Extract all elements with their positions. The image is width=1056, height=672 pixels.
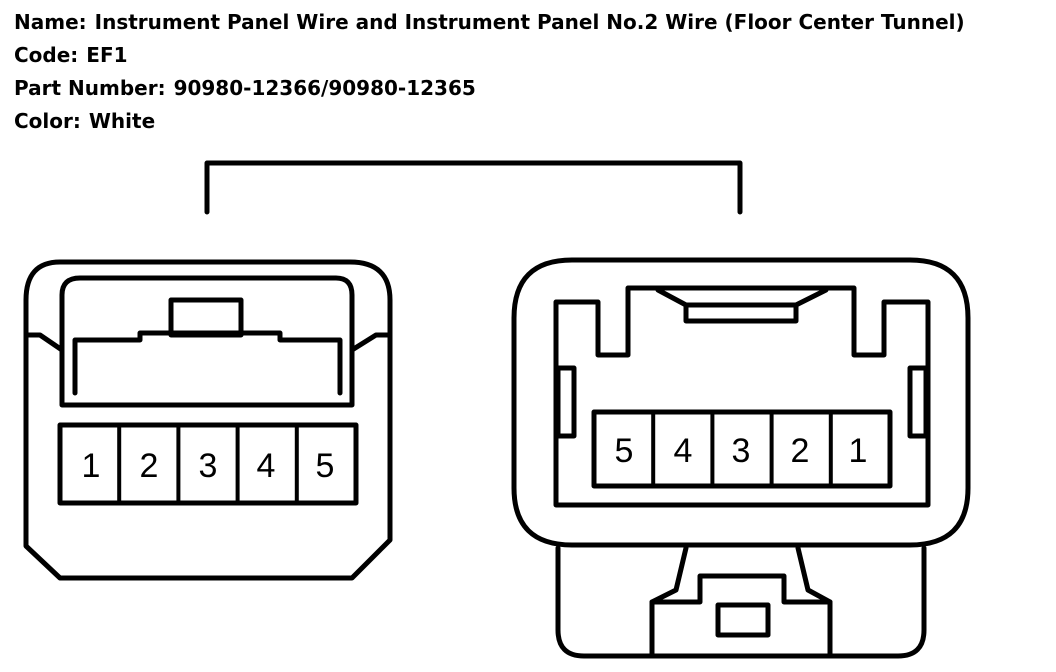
connector-info: Name: Instrument Panel Wire and Instrumen… [14,6,965,138]
right-lock-lever [795,545,833,659]
right-pin-number: 3 [732,432,751,470]
right-side-slot [555,365,577,439]
right-housing-outline [511,257,971,548]
left-pin-number: 4 [257,447,276,485]
left-pin-labels: 1 2 3 4 5 [82,447,335,485]
right-pin-number: 4 [674,432,693,470]
color-row: Color: White [14,105,965,138]
right-pin-labels: 5 4 3 2 1 [615,432,868,470]
left-pin-number: 3 [199,447,218,485]
left-pin-number: 1 [82,447,101,485]
color-value: White [88,109,156,133]
part-number-value: 90980-12366/90980-12365 [173,76,476,100]
code-value: EF1 [86,43,128,67]
left-housing-outline [23,259,393,581]
name-label: Name: [14,10,87,34]
code-row: Code: EF1 [14,39,965,72]
right-side-slot [907,365,929,439]
right-lock-lever [649,545,689,659]
right-inner-frame [553,285,931,508]
left-inner-frame [59,275,355,408]
part-number-label: Part Number: [14,76,166,100]
right-pin-number: 1 [849,432,868,470]
right-lock-tab [649,573,833,605]
left-pin-number: 2 [140,447,159,485]
left-pin-number: 5 [316,447,335,485]
right-lower-shroud [555,545,927,659]
left-key-rib [72,330,343,396]
right-latch-bar [683,302,799,324]
code-label: Code: [14,43,79,67]
left-side-rib [349,332,393,353]
right-pin-cavity-block [591,409,893,489]
mating-bracket [204,160,743,215]
right-lock-button [715,602,771,638]
name-value: Instrument Panel Wire and Instrument Pan… [94,10,965,34]
left-connector [23,259,393,581]
right-pin-number: 5 [615,432,634,470]
left-pin-dividers [117,425,299,503]
left-latch [168,297,244,338]
right-pin-dividers [651,412,833,486]
right-connector [511,257,971,659]
name-row: Name: Instrument Panel Wire and Instrumen… [14,6,965,39]
color-label: Color: [14,109,81,133]
right-pin-number: 2 [791,432,810,470]
left-pin-cavity-block [57,422,359,506]
part-number-row: Part Number: 90980-12366/90980-12365 [14,72,965,105]
left-side-rib [23,332,65,353]
